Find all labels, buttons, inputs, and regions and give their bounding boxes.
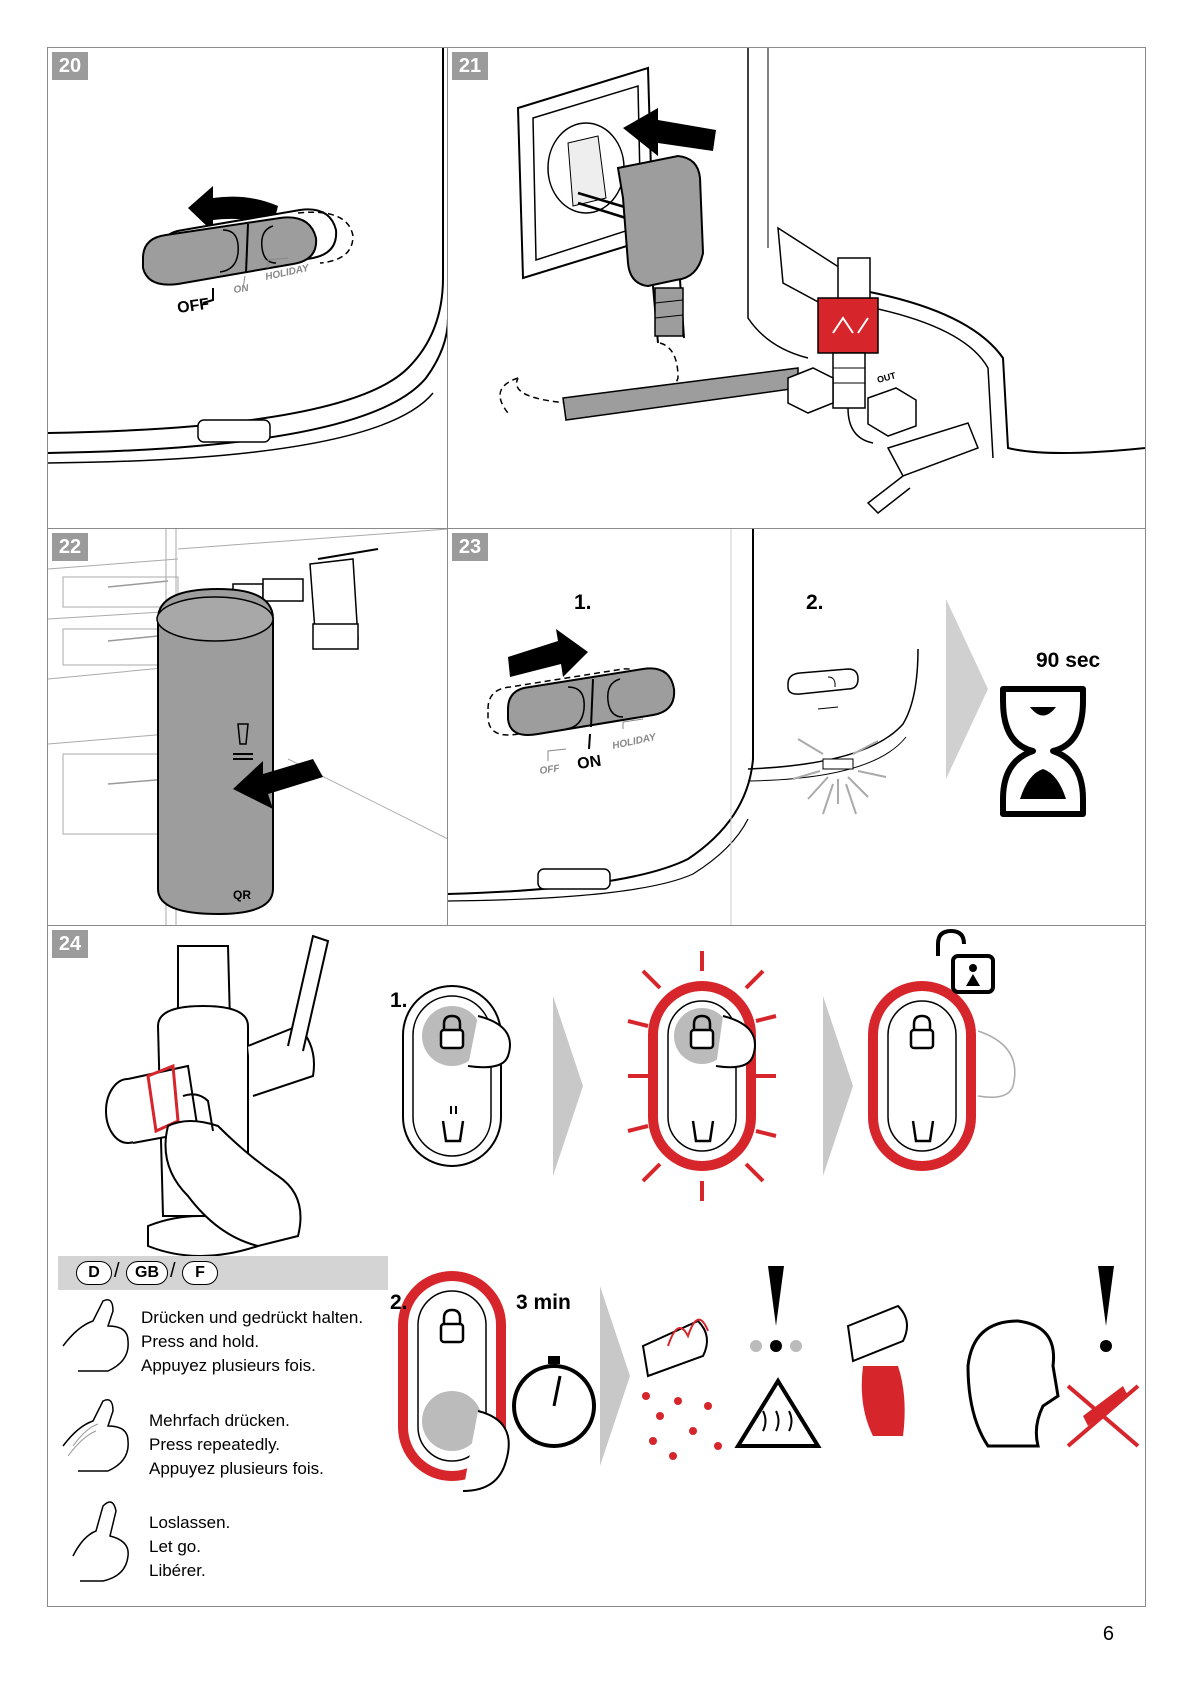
hourglass-icon — [1003, 689, 1083, 814]
panel-number: 21 — [452, 52, 488, 80]
press-hold-hand-icon — [63, 1300, 128, 1371]
lang-separator: / — [114, 1260, 120, 1283]
out-label: OUT — [876, 370, 897, 385]
panel-22: QR 22 — [47, 528, 449, 927]
panel-21: OUT 21 — [447, 47, 1146, 530]
hold-duration: 3 min — [516, 1291, 571, 1315]
wait-duration: 90 sec — [1036, 649, 1100, 673]
lang-badge-f: F — [182, 1261, 218, 1285]
lang-badge-gb: GB — [126, 1261, 168, 1285]
panel-number: 23 — [452, 533, 488, 561]
on-label: ON — [576, 753, 602, 773]
page-number: 6 — [1103, 1623, 1114, 1646]
step-2-label: 2. — [390, 1291, 408, 1315]
step-2-label: 2. — [806, 591, 824, 615]
panel-23: OFF ON HOLIDAY — [447, 528, 1146, 927]
stopwatch-icon — [514, 1356, 594, 1446]
on-label: ON — [233, 283, 250, 296]
lang-separator: / — [170, 1260, 176, 1283]
language-bar: D / GB / F — [58, 1256, 388, 1290]
off-label: OFF — [176, 296, 210, 317]
legend-press-hold: Drücken und gedrückt halten. Press and h… — [141, 1306, 363, 1378]
switch-on-wait-illustration: OFF ON HOLIDAY — [448, 529, 1145, 926]
step-1-label: 1. — [574, 591, 592, 615]
switch-off-illustration: OFF ON HOLIDAY — [48, 48, 448, 529]
holiday-label: HOLIDAY — [611, 732, 658, 752]
panel-number: 24 — [52, 930, 88, 958]
water-heater-cabinet-illustration: QR — [48, 529, 448, 926]
press-repeatedly-hand-icon — [63, 1400, 128, 1471]
unlocked-icon — [938, 931, 993, 992]
legend-press-repeatedly: Mehrfach drücken. Press repeatedly. Appu… — [149, 1409, 324, 1481]
step-1-label: 1. — [390, 989, 408, 1013]
plug-in-illustration: OUT — [448, 48, 1145, 529]
panel-24: 24 1. 2. 3 min D / GB / F Drücken und — [47, 925, 1146, 1607]
lang-badge-d: D — [76, 1261, 112, 1285]
panel-number: 22 — [52, 533, 88, 561]
off-label: OFF — [539, 763, 561, 777]
legend-hands — [58, 1296, 138, 1596]
svg-text:QR: QR — [233, 888, 251, 902]
let-go-hand-icon — [73, 1502, 128, 1581]
panel-number: 20 — [52, 52, 88, 80]
panel-20: OFF ON HOLIDAY 20 — [47, 47, 449, 530]
legend-let-go: Loslassen. Let go. Libérer. — [149, 1511, 230, 1583]
